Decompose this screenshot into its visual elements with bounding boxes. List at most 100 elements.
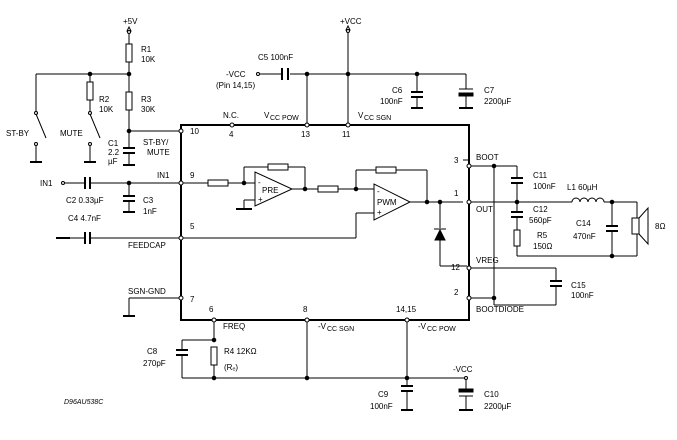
pin-5: 5 FEEDCAP [128, 222, 195, 250]
svg-text:1nF: 1nF [143, 207, 157, 216]
svg-text:MUTE: MUTE [147, 148, 170, 157]
svg-text:10K: 10K [141, 55, 156, 64]
svg-text:C10: C10 [484, 390, 499, 399]
svg-text:150Ω: 150Ω [533, 242, 552, 251]
svg-text:N.C.: N.C. [223, 111, 239, 120]
pin-9: IN1 9 [157, 171, 195, 186]
svg-text:CC POW: CC POW [427, 326, 456, 333]
minus-vcc-supply: -VCC [453, 365, 473, 380]
capacitor-c9: C9 100nF [370, 385, 413, 411]
capacitor-c5: C5 100nF -VCC (Pin 14,15) [216, 53, 293, 90]
svg-text:-: - [258, 178, 261, 187]
plus-vcc-supply: +VCC [340, 17, 362, 125]
capacitor-c1: C1 2.2 µF [108, 131, 135, 166]
svg-text:CC POW: CC POW [270, 115, 299, 122]
resistor-r2: R2 10K [86, 74, 114, 114]
svg-text:2.2: 2.2 [108, 148, 120, 157]
pin-in1-label: IN1 [157, 171, 170, 180]
svg-text:ST-BY/: ST-BY/ [143, 138, 169, 147]
svg-text:R3: R3 [141, 95, 152, 104]
capacitor-c10: C10 2200µF [458, 380, 511, 411]
resistor-r4: R4 12KΩ (Rₑ) [210, 346, 257, 378]
svg-text:C2 0.33µF: C2 0.33µF [66, 196, 104, 205]
pin-6: 6 FREQ [209, 305, 245, 331]
pin-11: V CC SGN 11 [342, 111, 391, 139]
drawing-code: D96AU538C [64, 399, 104, 406]
svg-text:FREQ: FREQ [223, 322, 245, 331]
svg-text:CC SGN: CC SGN [364, 115, 391, 122]
svg-text:2: 2 [454, 288, 459, 297]
svg-text:C9: C9 [378, 390, 389, 399]
svg-text:560pF: 560pF [529, 216, 552, 225]
svg-text:5: 5 [190, 222, 195, 231]
standby-switch: ST-BY [6, 74, 47, 163]
svg-text:10: 10 [190, 127, 199, 136]
svg-text:R1: R1 [141, 45, 152, 54]
svg-text:C4 4.7nF: C4 4.7nF [68, 214, 101, 223]
pin-4: N.C. 4 [223, 111, 239, 139]
pre-label: PRE [262, 186, 278, 195]
capacitor-c14: C14 470nF [573, 202, 618, 256]
svg-text:V: V [358, 111, 364, 120]
inductor-l1: L1 60µH [567, 183, 605, 203]
pin-12: 12 VREG [451, 256, 499, 272]
plus5v-label: +5V [123, 17, 138, 26]
boot-diode [434, 199, 446, 266]
svg-text:-: - [377, 187, 380, 196]
svg-text:-V: -V [418, 322, 427, 331]
svg-text:7: 7 [190, 295, 195, 304]
capacitor-c8: C8 270pF [143, 340, 188, 378]
svg-text:30K: 30K [141, 105, 156, 114]
svg-text:12: 12 [451, 263, 460, 272]
svg-text:+: + [258, 195, 263, 204]
svg-text:100nF: 100nF [533, 182, 556, 191]
svg-text:8Ω: 8Ω [655, 222, 665, 231]
svg-text:V: V [264, 111, 270, 120]
input-in1: IN1 [40, 179, 84, 188]
svg-text:4: 4 [229, 130, 234, 139]
svg-text:100nF: 100nF [571, 291, 594, 300]
svg-text:10K: 10K [99, 105, 114, 114]
input-in1-label: IN1 [40, 179, 53, 188]
svg-text:C6: C6 [392, 86, 403, 95]
svg-text:C7: C7 [484, 86, 495, 95]
svg-text:2200µF: 2200µF [484, 402, 511, 411]
pin-7: SGN-GND 7 [123, 287, 195, 317]
svg-text:1: 1 [454, 189, 459, 198]
resistor-r3: R3 30K [125, 91, 156, 114]
pin-8: 8 -V CC SGN [303, 305, 354, 333]
junction-dot [345, 71, 351, 77]
svg-text:13: 13 [301, 130, 310, 139]
ic-package-outline [180, 124, 470, 321]
svg-text:6: 6 [209, 305, 214, 314]
pin-2: 2 BOOTDIODE [454, 288, 524, 314]
svg-text:+: + [377, 208, 382, 217]
svg-text:C1: C1 [108, 139, 119, 148]
svg-text:C14: C14 [576, 219, 591, 228]
mute-label: MUTE [60, 129, 83, 138]
standby-label: ST-BY [6, 129, 30, 138]
svg-text:R4 12KΩ: R4 12KΩ [224, 347, 257, 356]
pin-13: V CC POW 13 [264, 111, 310, 139]
pre-amplifier: PRE - + [183, 163, 374, 210]
capacitor-c3: C3 1nF [123, 183, 157, 216]
svg-text:270pF: 270pF [143, 359, 166, 368]
svg-text:100nF: 100nF [370, 402, 393, 411]
svg-text:3: 3 [454, 156, 459, 165]
pin-14-15: 14,15 -V CC POW [396, 305, 456, 333]
speaker: 8Ω [631, 202, 665, 257]
pwm-label: PWM [377, 198, 397, 207]
svg-text:CC SGN: CC SGN [327, 326, 354, 333]
svg-text:11: 11 [342, 130, 351, 139]
resistor-r1: R1 10K [125, 43, 156, 64]
svg-text:14,15: 14,15 [396, 305, 417, 314]
svg-text:VREG: VREG [476, 256, 499, 265]
capacitor-c12: C12 560pF [511, 202, 552, 230]
svg-text:µF: µF [108, 157, 118, 166]
svg-text:8: 8 [303, 305, 308, 314]
svg-text:C3: C3 [143, 196, 154, 205]
svg-text:2200µF: 2200µF [484, 97, 511, 106]
svg-text:R5: R5 [537, 231, 548, 240]
minus-vcc-label: -VCC [453, 365, 473, 374]
